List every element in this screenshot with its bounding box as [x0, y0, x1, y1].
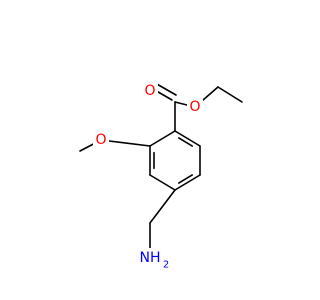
aryl-ch2-bond — [149, 189, 176, 224]
carbonyl-oxygen-label-bg — [142, 82, 158, 100]
ring-bond-4 — [174, 174, 201, 191]
ring-bond-3 — [149, 174, 176, 191]
carbonyl-oxygen-label: O — [144, 83, 155, 99]
ester-oxygen-label: O — [189, 99, 200, 115]
aromatic-inner-bond-2 — [177, 174, 194, 184]
methoxy-oxygen-label: O — [95, 132, 106, 148]
amine-h-count-label: 2 — [163, 260, 169, 271]
amine-nitrogen-label: NH — [140, 250, 161, 266]
aromatic-inner-bond-3 — [177, 137, 194, 147]
bonds-layer — [79, 82, 243, 259]
ester-oxygen-label-bg — [187, 98, 203, 116]
atom-labels-layer: O O O NH 2 — [93, 82, 203, 271]
molecule-diagram: O O O NH 2 — [79, 82, 243, 271]
ring-bond-1 — [149, 130, 176, 147]
ring-bond-6 — [174, 130, 201, 147]
ethyl-cc-bond — [217, 86, 243, 103]
methoxy-oxygen-label-bg — [93, 131, 109, 149]
carbonyl-double-bond-b — [154, 82, 177, 96]
amine-label-bg — [134, 248, 166, 270]
aryl-methoxy-bond — [100, 139, 151, 147]
